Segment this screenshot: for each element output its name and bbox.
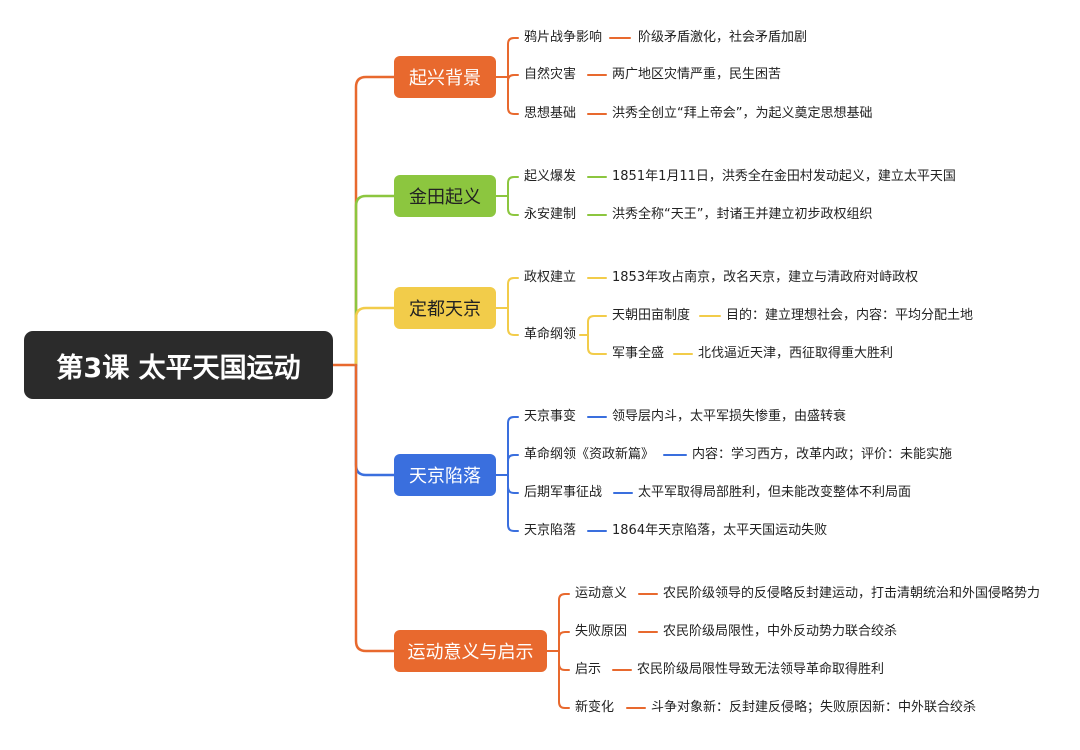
item-military-peak[interactable]: 军事全盛	[612, 346, 665, 361]
detail-regime: 1853年攻占南京，改名天京，建立与清政府对峙政权	[612, 270, 919, 285]
branch-background[interactable]: 起兴背景	[394, 56, 496, 98]
detail-tianjing-incident: 领导层内斗，太平军损失惨重，由盛转衰	[612, 409, 847, 424]
detail-ideology: 洪秀全创立“拜上帝会”，为起义奠定思想基础	[612, 106, 873, 121]
detail-yongan: 洪秀全称“天王”，封诸王并建立初步政权组织	[612, 207, 873, 222]
item-new-changes[interactable]: 新变化	[575, 700, 615, 715]
item-fall[interactable]: 天京陷落	[524, 523, 577, 538]
item-yongan[interactable]: 永安建制	[524, 207, 577, 222]
detail-fall: 1864年天京陷落，太平天国运动失败	[612, 523, 828, 538]
item-natural-disaster[interactable]: 自然灾害	[524, 67, 577, 82]
item-failure-reason[interactable]: 失败原因	[575, 624, 628, 639]
detail-uprising-outbreak: 1851年1月11日，洪秀全在金田村发动起义，建立太平天国	[612, 169, 956, 184]
detail-opium-war: 阶级矛盾激化，社会矛盾加剧	[638, 30, 808, 45]
item-ideology[interactable]: 思想基础	[524, 106, 577, 121]
item-revolution-program[interactable]: 革命纲领	[524, 327, 577, 342]
detail-zizheng-xinpian: 内容：学习西方，改革内政；评价：未能实施	[692, 447, 953, 462]
item-uprising-outbreak[interactable]: 起义爆发	[524, 169, 577, 184]
item-significance[interactable]: 运动意义	[575, 586, 628, 601]
detail-significance: 农民阶级领导的反侵略反封建运动，打击清朝统治和外国侵略势力	[663, 586, 1041, 601]
item-zizheng-xinpian[interactable]: 革命纲领《资政新篇》	[524, 447, 655, 462]
item-land-system[interactable]: 天朝田亩制度	[612, 308, 691, 323]
item-tianjing-incident[interactable]: 天京事变	[524, 409, 577, 424]
detail-late-campaigns: 太平军取得局部胜利，但未能改变整体不利局面	[638, 485, 912, 500]
detail-land-system: 目的：建立理想社会，内容：平均分配土地	[726, 308, 974, 323]
root-topic[interactable]: 第3课 太平天国运动	[24, 331, 333, 399]
item-lesson[interactable]: 启示	[575, 662, 602, 677]
branch-significance[interactable]: 运动意义与启示	[394, 630, 547, 672]
branch-jintian-uprising[interactable]: 金田起义	[394, 175, 496, 217]
detail-lesson: 农民阶级局限性导致无法领导革命取得胜利	[637, 662, 885, 677]
item-opium-war[interactable]: 鸦片战争影响	[524, 30, 603, 45]
branch-fall-tianjing[interactable]: 天京陷落	[394, 454, 496, 496]
branch-capital-tianjing[interactable]: 定都天京	[394, 287, 496, 329]
item-late-campaigns[interactable]: 后期军事征战	[524, 485, 603, 500]
detail-failure-reason: 农民阶级局限性，中外反动势力联合绞杀	[663, 624, 898, 639]
detail-military-peak: 北伐逼近天津，西征取得重大胜利	[698, 346, 894, 361]
detail-new-changes: 斗争对象新：反封建反侵略；失败原因新：中外联合绞杀	[651, 700, 977, 715]
item-regime[interactable]: 政权建立	[524, 270, 577, 285]
detail-natural-disaster: 两广地区灾情严重，民生困苦	[612, 67, 782, 82]
